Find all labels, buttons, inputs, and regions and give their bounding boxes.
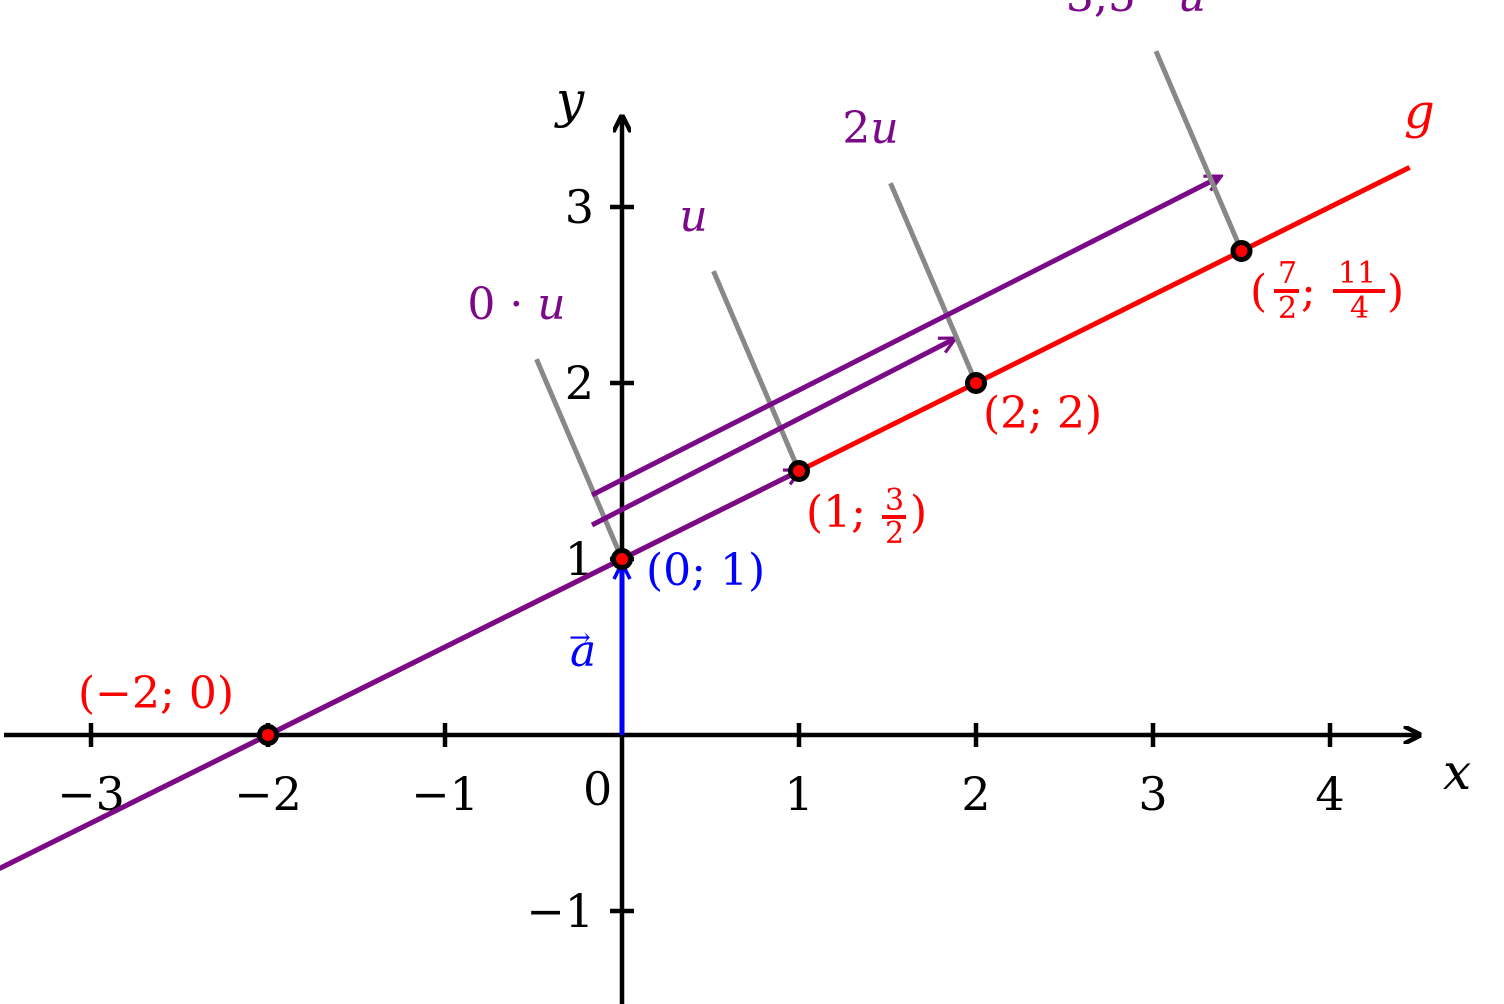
direction-vector-multiples: −2u0 · uu2u3,5 · u (0, 0, 1244, 872)
x-axis-label: x (1443, 743, 1471, 801)
point-label-0-1: (0; 1) (646, 545, 765, 596)
leader-line (534, 358, 625, 560)
y-axis-label: y (554, 71, 585, 129)
vector-multiple-arrow (620, 471, 799, 562)
leader-line (888, 182, 979, 384)
point-label-sep: ; (1301, 266, 1330, 317)
points-on-line (257, 240, 1253, 746)
point-marker (788, 460, 810, 482)
vector-multiple-label: u (679, 191, 707, 242)
vector-multiple-label: 2u (842, 103, 898, 154)
point-label-minus2-0: (−2; 0) (78, 668, 234, 719)
x-tick-label: −1 (411, 767, 479, 821)
point-label-2-2: (2; 2) (983, 388, 1102, 439)
point-marker (257, 724, 279, 746)
x-tick-label: 2 (961, 767, 990, 821)
origin-label: 0 (583, 762, 612, 816)
line-g-label: g (1404, 84, 1435, 140)
point-marker (611, 548, 633, 570)
point-marker (965, 372, 987, 394)
leader-line (1153, 50, 1244, 252)
point-label-1-3half-open: (1; (806, 487, 880, 538)
x-tick-label: 1 (784, 767, 813, 821)
point-label-frac2-num: 11 (1338, 256, 1376, 291)
point-label-frac2-den: 4 (1350, 291, 1369, 326)
point-label-7half-11quarter: ( 7 2 ; 11 4 ) (1250, 256, 1404, 326)
vector-multiple-arrow (590, 177, 1220, 498)
y-tick-label: 2 (565, 356, 594, 410)
point-label-1-3half-close: ) (910, 487, 927, 538)
point-label-1-3half-den: 2 (885, 516, 904, 551)
vector-a-name: a (570, 626, 596, 677)
point-label-close: ) (1387, 266, 1404, 317)
point-marker (1230, 240, 1253, 262)
x-tick-label: 4 (1315, 767, 1344, 821)
support-vector-a-label: a → (569, 623, 596, 677)
point-label-frac1-num: 7 (1278, 256, 1297, 291)
point-label-frac1-den: 2 (1278, 291, 1297, 326)
y-tick-label: 3 (565, 180, 594, 234)
point-label-1-3half-num: 3 (885, 483, 904, 518)
point-label-open: ( (1250, 266, 1267, 317)
vector-multiple-arrow (590, 339, 954, 528)
point-label-1-3half: (1; 3 2 ) (806, 483, 927, 551)
y-tick-label: −1 (526, 884, 594, 938)
x-tick-label: 3 (1138, 767, 1167, 821)
leader-line (711, 270, 802, 472)
vector-multiple-label: 0 · u (467, 279, 565, 330)
x-tick-label: −2 (234, 767, 302, 821)
vector-multiple-label: 3,5 · u (1066, 0, 1206, 22)
vector-arrow-accent: → (569, 623, 591, 653)
